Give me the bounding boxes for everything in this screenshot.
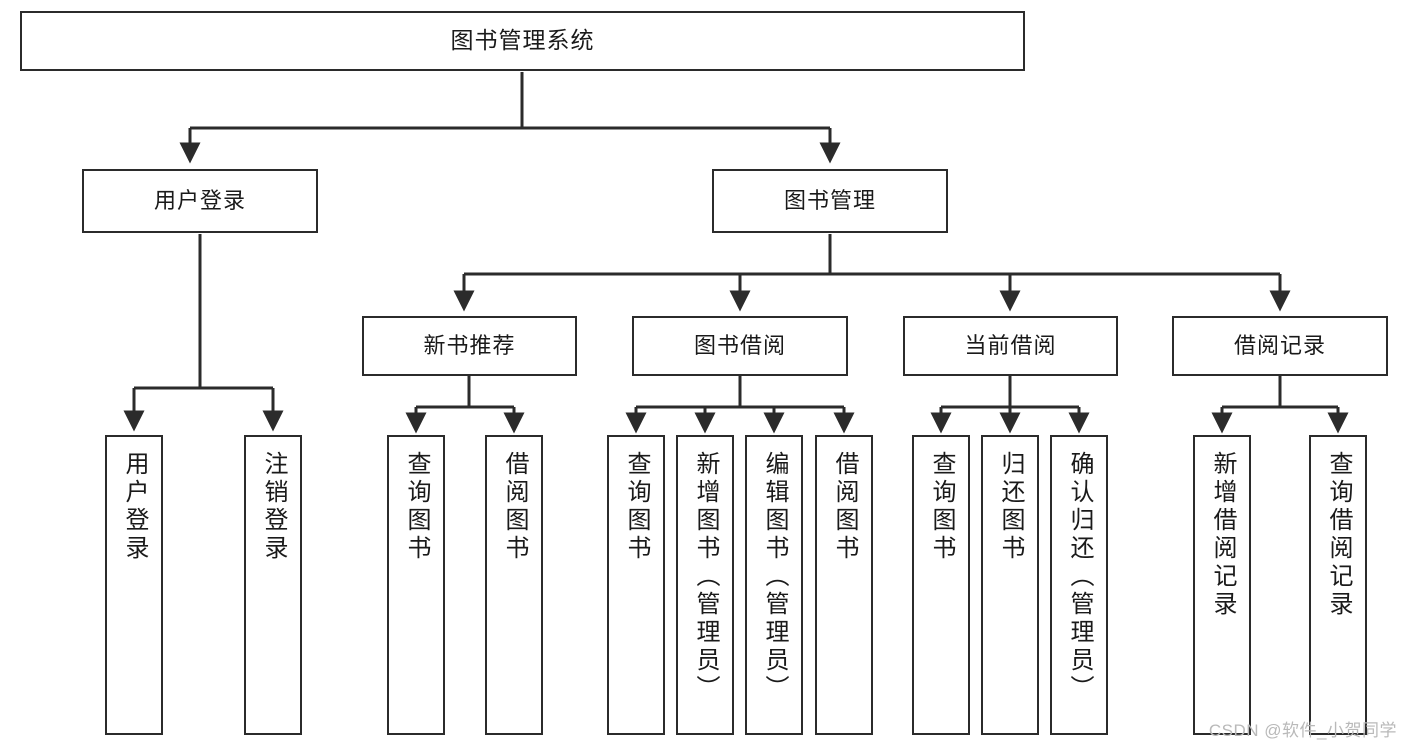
node-leaf-book-borrow-query[interactable]: 查询图书 [607, 435, 665, 735]
node-user-login[interactable]: 用户登录 [82, 169, 318, 233]
node-new-book-recommend[interactable]: 新书推荐 [362, 316, 577, 376]
node-leaf-user-login-signout-label: 注销登录 [260, 451, 287, 563]
node-leaf-new-book-query[interactable]: 查询图书 [387, 435, 445, 735]
watermark-text: CSDN @软件_小贺同学 [1208, 721, 1397, 740]
node-current-borrow[interactable]: 当前借阅 [903, 316, 1118, 376]
node-leaf-user-login-signout[interactable]: 注销登录 [244, 435, 302, 735]
node-leaf-borrow-record-query-label: 查询借阅记录 [1325, 451, 1352, 619]
node-leaf-borrow-record-query[interactable]: 查询借阅记录 [1309, 435, 1367, 735]
node-borrow-record[interactable]: 借阅记录 [1172, 316, 1388, 376]
node-leaf-book-borrow-lend-label: 借阅图书 [831, 451, 858, 563]
node-leaf-book-borrow-edit[interactable]: 编辑图书（管理员） [745, 435, 803, 735]
node-leaf-new-book-borrow[interactable]: 借阅图书 [485, 435, 543, 735]
node-leaf-book-borrow-edit-label: 编辑图书（管理员） [761, 451, 788, 703]
node-leaf-current-borrow-return-label: 归还图书 [997, 451, 1024, 563]
node-book-borrow-label: 图书借阅 [693, 333, 786, 359]
node-book-management-label: 图书管理 [783, 188, 876, 214]
node-leaf-borrow-record-add[interactable]: 新增借阅记录 [1193, 435, 1251, 735]
node-root-system-label: 图书管理系统 [450, 27, 595, 54]
node-leaf-current-borrow-return[interactable]: 归还图书 [981, 435, 1039, 735]
node-book-borrow[interactable]: 图书借阅 [632, 316, 848, 376]
node-leaf-current-borrow-query[interactable]: 查询图书 [912, 435, 970, 735]
node-leaf-book-borrow-lend[interactable]: 借阅图书 [815, 435, 873, 735]
node-borrow-record-label: 借阅记录 [1233, 333, 1326, 359]
node-new-book-recommend-label: 新书推荐 [423, 333, 516, 359]
node-leaf-new-book-borrow-label: 借阅图书 [501, 451, 528, 563]
node-leaf-new-book-query-label: 查询图书 [403, 451, 430, 563]
node-leaf-borrow-record-add-label: 新增借阅记录 [1209, 451, 1236, 619]
node-leaf-current-borrow-query-label: 查询图书 [928, 451, 955, 563]
node-leaf-current-borrow-confirm-label: 确认归还（管理员） [1066, 451, 1093, 703]
node-leaf-user-login-signin[interactable]: 用户登录 [105, 435, 163, 735]
node-leaf-user-login-signin-label: 用户登录 [121, 451, 148, 563]
node-user-login-label: 用户登录 [153, 188, 246, 214]
node-leaf-book-borrow-query-label: 查询图书 [623, 451, 650, 563]
node-book-management[interactable]: 图书管理 [712, 169, 948, 233]
node-current-borrow-label: 当前借阅 [964, 333, 1057, 359]
node-leaf-book-borrow-add[interactable]: 新增图书（管理员） [676, 435, 734, 735]
node-leaf-book-borrow-add-label: 新增图书（管理员） [692, 451, 719, 703]
node-leaf-current-borrow-confirm[interactable]: 确认归还（管理员） [1050, 435, 1108, 735]
node-root-system[interactable]: 图书管理系统 [20, 11, 1025, 71]
